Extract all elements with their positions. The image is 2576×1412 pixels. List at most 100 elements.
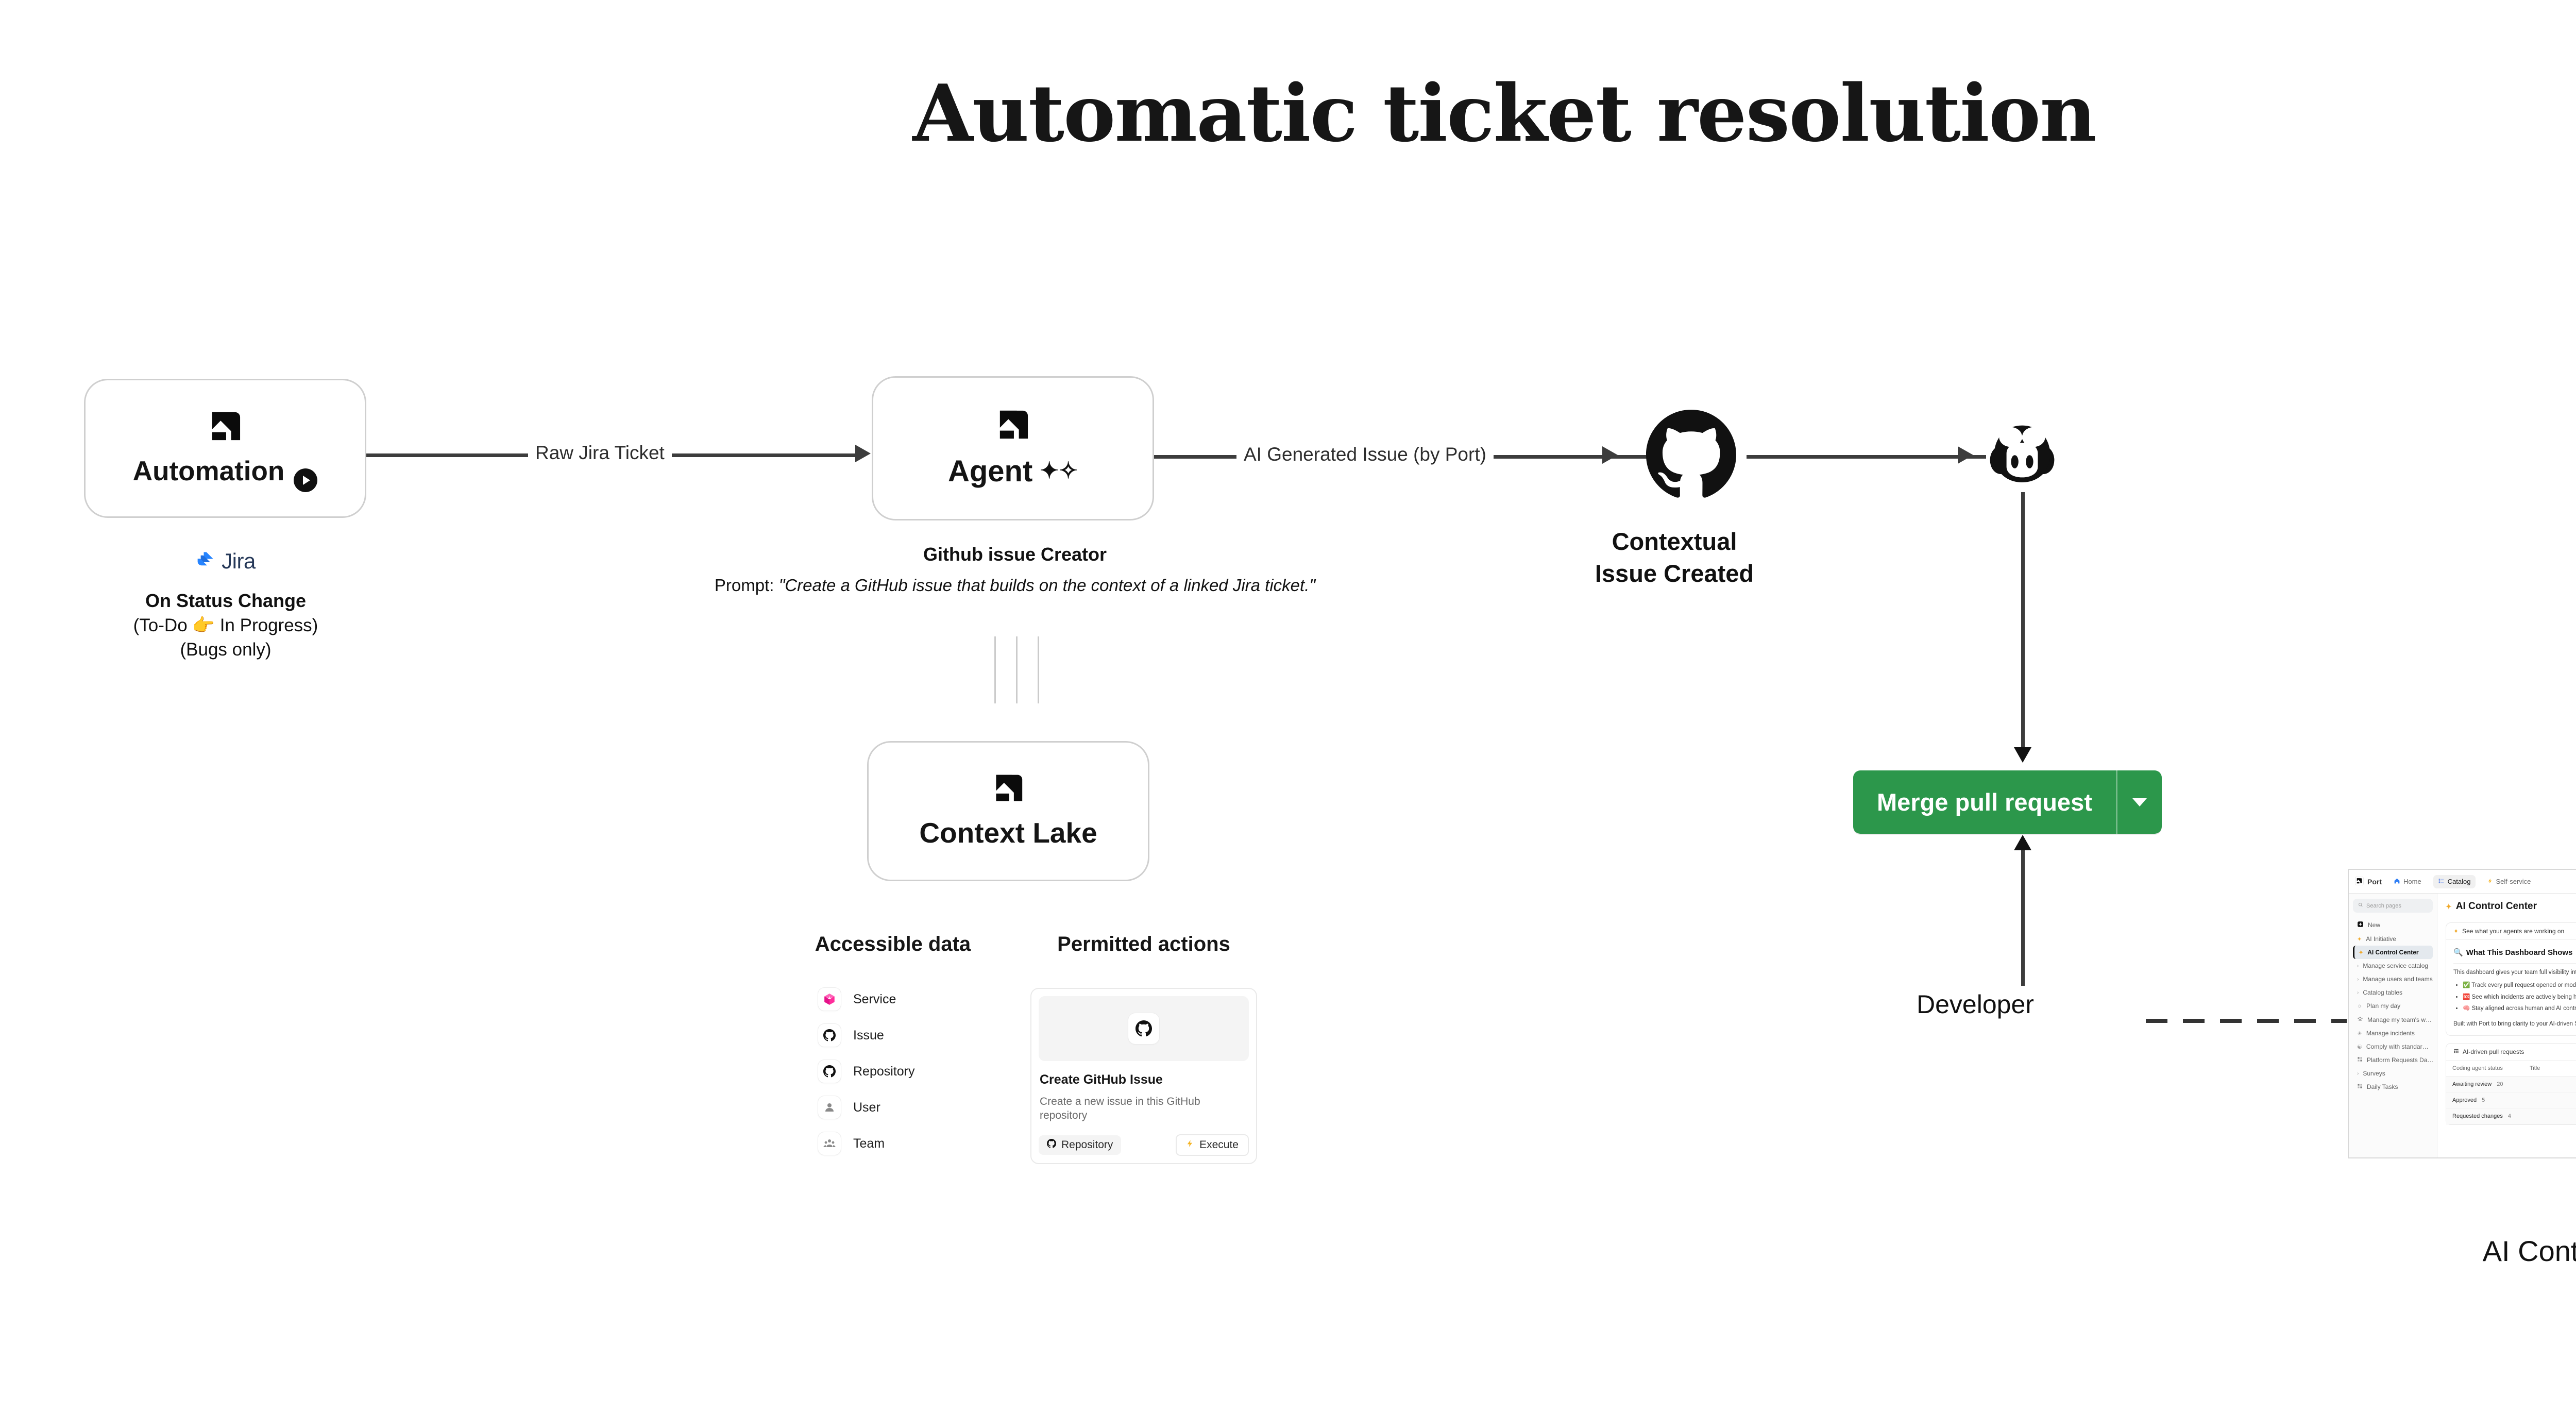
agent-node[interactable]: Agent ✦✧ — [872, 376, 1154, 520]
nav-catalog[interactable]: Catalog — [2433, 875, 2476, 888]
automation-node[interactable]: Automation — [84, 379, 366, 518]
sparkle-icon: ✦✧ — [1040, 458, 1078, 483]
grid-icon — [2357, 1056, 2363, 1064]
dashboard-brand-label: Port — [2367, 877, 2382, 886]
sidebar-item-comply-with-standards[interactable]: ☯ Comply with standar… — [2353, 1040, 2433, 1053]
sidebar-item-manage-my-teams-work[interactable]: Manage my team's w… — [2353, 1013, 2433, 1027]
search-icon — [2358, 902, 2363, 909]
edge-github-to-copilot — [1747, 455, 1986, 459]
sparkle-icon: ✦ — [2446, 902, 2452, 911]
edge-developer-to-merge — [2021, 849, 2025, 986]
sun-icon: ☼ — [2357, 1003, 2363, 1009]
medal-icon: ☯ — [2357, 1044, 2362, 1050]
agent-prompt-text: "Create a GitHub issue that builds on th… — [778, 576, 1316, 595]
context-lake-node-title: Context Lake — [919, 816, 1097, 849]
automation-caption: Jira On Status Change (To-Do 👉 In Progre… — [58, 549, 393, 662]
ai-control-center-label: AI Control Center — [2482, 1235, 2576, 1267]
context-lake-node[interactable]: Context Lake — [867, 741, 1149, 881]
panel-header: ✦ See what your agents are working on — [2446, 923, 2576, 940]
github-caption-line2: Issue Created — [1595, 560, 1754, 587]
port-logo-icon — [209, 410, 241, 442]
list-item[interactable]: Service — [818, 988, 1001, 1011]
dashboard-brand: Port — [2355, 876, 2382, 887]
sidebar-item-platform-requests-dashboard[interactable]: Platform Requests Da… — [2353, 1053, 2433, 1067]
sidebar-item-manage-users-and-teams[interactable]: › Manage users and teams — [2353, 972, 2433, 986]
arrow-head-merge — [2014, 747, 2031, 763]
list-item-label: User — [853, 1100, 880, 1115]
sidebar-item-label: AI Control Center — [2367, 949, 2419, 956]
arrow-head-agent — [855, 445, 871, 462]
automation-node-title: Automation — [133, 456, 318, 492]
sidebar-item-manage-incidents[interactable]: ☀ Manage incidents — [2353, 1027, 2433, 1040]
edge-label-raw-jira-ticket: Raw Jira Ticket — [528, 442, 672, 464]
sidebar-item-label: Manage users and teams — [2363, 976, 2433, 983]
github-mark-icon — [1047, 1138, 1056, 1151]
list-item-label: Issue — [853, 1028, 884, 1043]
agent-to-context-lake-connector — [994, 636, 1077, 703]
action-card[interactable]: Create GitHub Issue Create a new issue i… — [1030, 988, 1257, 1164]
sidebar-item-surveys[interactable]: › Surveys — [2353, 1067, 2433, 1080]
list-item[interactable]: User — [818, 1096, 1001, 1119]
edge-copilot-to-merge — [2021, 492, 2025, 752]
list-item-label: Repository — [853, 1064, 915, 1079]
list-item[interactable]: Issue — [818, 1024, 1001, 1047]
sidebar-item-new[interactable]: New — [2353, 918, 2433, 932]
merge-pull-request-button[interactable]: Merge pull request — [1853, 770, 2162, 834]
dashboard-main: ✦ AI Control Center + Widget ⋯ ✦ — [2437, 894, 2576, 1157]
permitted-actions-section: Permitted actions Create GitHub Issue Cr… — [1030, 933, 1257, 1164]
nav-self-service[interactable]: Self-service — [2483, 875, 2536, 888]
automation-scope-label: (Bugs only) — [180, 640, 272, 660]
nav-catalog-label: Catalog — [2447, 878, 2471, 885]
plus-square-icon — [2357, 921, 2364, 929]
sparkle-icon: ✦ — [2357, 936, 2362, 943]
chevron-right-icon: › — [2357, 976, 2359, 982]
sidebar-item-daily-tasks[interactable]: Daily Tasks — [2353, 1080, 2433, 1094]
list-item: ✅ Track every pull request opened or mod… — [2463, 981, 2576, 991]
developer-label: Developer — [1917, 990, 2034, 1019]
play-icon[interactable] — [294, 468, 318, 492]
row-status: Awaiting review — [2452, 1081, 2492, 1088]
dashboard-page-title: ✦ AI Control Center — [2446, 901, 2576, 912]
column-header[interactable]: Title — [2530, 1065, 2540, 1072]
table-header-row: Coding agent status Title Pull Request U… — [2446, 1061, 2576, 1077]
column-header[interactable]: Coding agent status — [2452, 1065, 2503, 1072]
sidebar-item-label: Platform Requests Da… — [2367, 1056, 2433, 1064]
github-mark-icon — [818, 1060, 841, 1083]
panel-header-label: See what your agents are working on — [2462, 928, 2565, 935]
sidebar-item-label: Comply with standar… — [2366, 1043, 2429, 1050]
agent-node-label: Agent — [947, 454, 1033, 488]
sparkle-icon: ✦ — [2453, 928, 2459, 935]
panel-intro: This dashboard gives your team full visi… — [2453, 969, 2576, 976]
automation-trigger-label: On Status Change — [145, 590, 307, 611]
sidebar-item-catalog-tables[interactable]: › Catalog tables — [2353, 986, 2433, 999]
github-mark-icon — [818, 1024, 841, 1047]
ai-control-center-screenshot[interactable]: Port Home Catalog — [2348, 869, 2576, 1158]
execute-button[interactable]: Execute — [1176, 1134, 1249, 1156]
list-item[interactable]: Team — [818, 1132, 1001, 1155]
table-row[interactable]: Approved 5 — [2446, 1092, 2576, 1109]
chevron-right-icon: › — [2357, 989, 2359, 996]
nav-home[interactable]: Home — [2389, 875, 2426, 888]
jira-icon — [196, 550, 216, 573]
sidebar-item-plan-my-day[interactable]: ☼ Plan my day — [2353, 999, 2433, 1013]
row-status: Approved — [2452, 1097, 2477, 1104]
arrow-head-copilot — [1958, 446, 1973, 464]
sidebar-search-placeholder: Search pages — [2366, 902, 2401, 909]
row-count: 4 — [2507, 1113, 2511, 1120]
sidebar-item-ai-initiative[interactable]: ✦ AI Initiative — [2353, 932, 2433, 946]
dashboard-panel: ✦ See what your agents are working on 🔍 … — [2446, 922, 2576, 1036]
jira-logo-row: Jira — [58, 549, 393, 574]
github-copilot-icon — [1981, 412, 2063, 497]
chevron-down-icon[interactable] — [2117, 770, 2162, 834]
execute-button-label: Execute — [1199, 1138, 1239, 1151]
permitted-actions-heading: Permitted actions — [1057, 933, 1230, 955]
sidebar-search-input[interactable]: Search pages — [2353, 899, 2433, 913]
sidebar-item-label: Daily Tasks — [2367, 1083, 2398, 1090]
nav-home-label: Home — [2403, 878, 2421, 885]
sidebar-item-ai-control-center[interactable]: ✦ AI Control Center — [2353, 946, 2433, 959]
sidebar-item-manage-service-catalog[interactable]: › Manage service catalog — [2353, 959, 2433, 972]
list-item[interactable]: Repository — [818, 1060, 1001, 1083]
row-count: 5 — [2482, 1097, 2485, 1104]
